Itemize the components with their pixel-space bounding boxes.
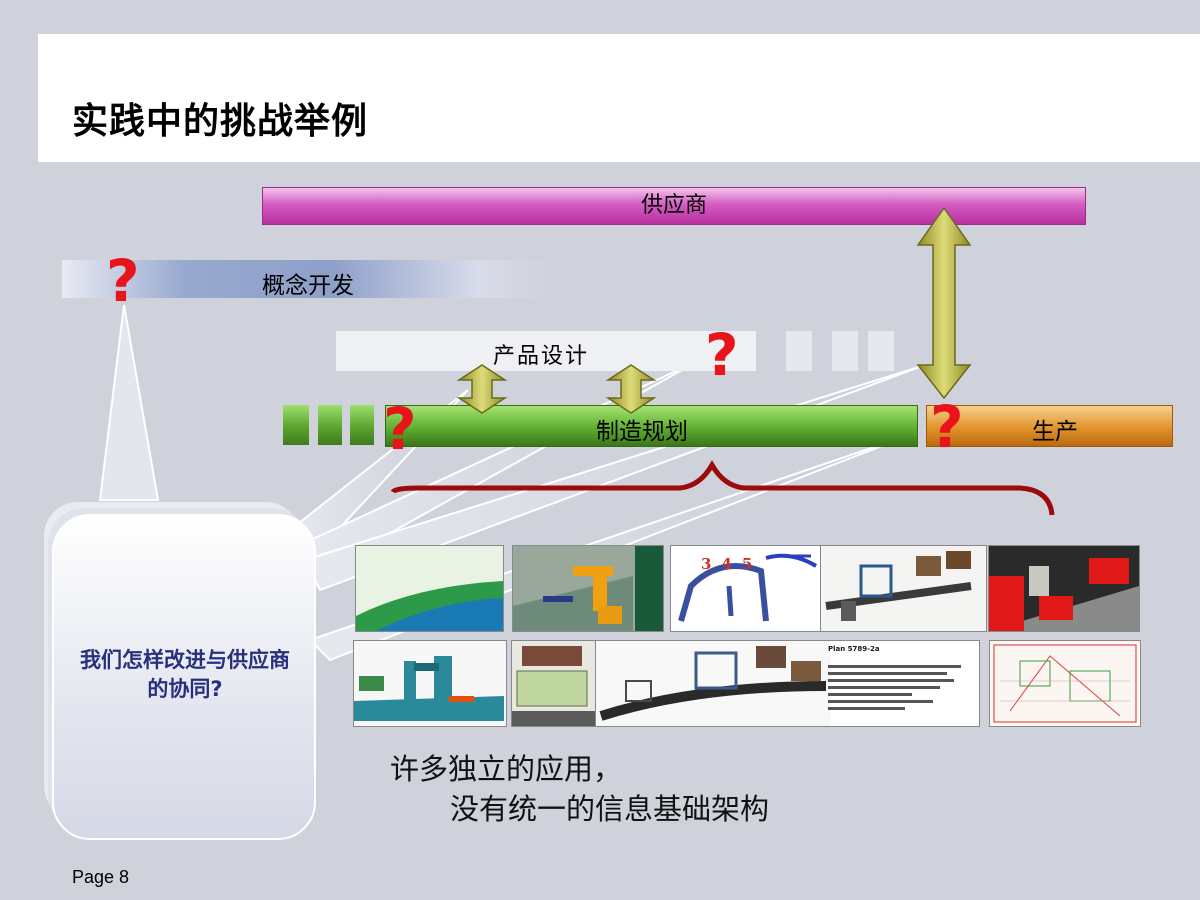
process-plan-text-lines: [828, 661, 968, 714]
callout-text: 我们怎样改进与供应商的协同?: [80, 648, 290, 701]
manufacturing-planning-label: 制造规划: [596, 419, 688, 445]
concept-development-bar: [62, 260, 552, 298]
concept-development-label: 概念开发: [262, 273, 354, 299]
design-continuation-block: [786, 331, 812, 371]
production-bar: [926, 405, 1173, 447]
cad-terrain-thumbnail: [355, 545, 504, 632]
page-number: Page 8: [72, 867, 130, 887]
number-label: 4: [721, 555, 742, 573]
product-design-label: 产品设计: [493, 344, 590, 369]
machine-cell-thumbnail: [353, 640, 507, 727]
page-title: 实践中的挑战举例: [72, 101, 369, 142]
design-continuation-block: [868, 331, 894, 371]
design-continuation-block: [832, 331, 858, 371]
process-plan-thumbnail: Plan 5789-2a: [595, 640, 980, 727]
design-mfg-arrow: [456, 364, 508, 414]
supplier-production-arrow: [916, 206, 972, 400]
question-mark-icon: ?: [383, 395, 417, 463]
question-mark-icon: ?: [930, 393, 964, 461]
mfg-lead-block: [283, 405, 309, 445]
floor-plan-thumbnail: [989, 640, 1141, 727]
note-line-2: 没有统一的信息基础架构: [450, 792, 770, 826]
process-plan-heading: Plan 5789-2a: [828, 645, 880, 653]
mfg-lead-block: [318, 405, 342, 445]
question-callout: [52, 514, 316, 840]
mfg-lead-block: [350, 405, 374, 445]
applications-bracket: [390, 459, 1055, 516]
body-panel-thumbnail: 345: [670, 545, 822, 632]
number-label: 3: [701, 555, 722, 573]
design-mfg-arrow: [605, 364, 657, 414]
production-label: 生产: [1032, 419, 1078, 445]
fixture-thumbnail: [511, 640, 598, 727]
supplier-label: 供应商: [640, 193, 707, 218]
product-design-bar: [336, 331, 756, 371]
title-banner: [38, 34, 1200, 162]
question-mark-icon: ?: [106, 247, 140, 315]
number-label: 5: [741, 555, 763, 573]
assembly-line-thumbnail: [820, 545, 987, 632]
note-line-1: 许多独立的应用，: [390, 752, 623, 786]
factory-layout-thumbnail: [988, 545, 1140, 632]
question-mark-icon: ?: [705, 321, 739, 389]
manufacturing-planning-bar: [385, 405, 918, 447]
robot-simulation-thumbnail: [512, 545, 664, 632]
